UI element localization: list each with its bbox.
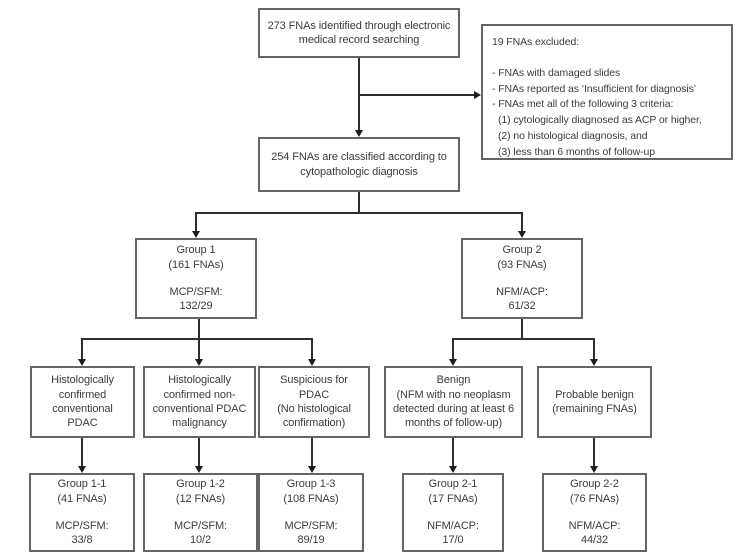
connector-drop-group-1 [195,212,197,232]
arrowhead-down-icon [307,466,316,473]
arrowhead-down-icon [77,466,86,473]
group-count: (108 FNAs) [283,492,339,505]
excluded-item: (2) no histological diagnosis, and [498,129,648,142]
box-group-2: Group 2 (93 FNAs) NFM/ACP: 61/32 [461,238,583,319]
group-measure: MCP/SFM: [174,520,227,532]
criteria-text: Probable benign [555,388,634,401]
box-identified: 273 FNAs identified through electronic m… [258,8,460,58]
excluded-item: (1) cytologically diagnosed as ACP or hi… [498,114,702,126]
group-name: Group 1-2 [176,478,225,491]
excluded-item: - FNAs reported as ‘Insufficient for dia… [492,82,697,95]
connector-drop-criteria-5 [593,338,595,360]
excluded-title: 19 FNAs excluded: [492,36,580,48]
group-name: Group 1-3 [286,478,336,491]
connector-criteria1-to-group11 [81,438,83,466]
group-ratio: 33/8 [71,534,93,547]
excluded-item: - FNAs with damaged slides [492,66,621,79]
group-name: Group 1 [176,244,216,257]
group-ratio: 10/2 [189,534,211,547]
box-criteria-probable-benign: Probable benign (remaining FNAs) [537,366,652,438]
box-criteria-suspicious-pdac: Suspicious for PDAC (No histological con… [258,366,370,438]
group-measure: NFM/ACP: [496,286,548,298]
criteria-subtext: (NFM with no neoplasm detected during at… [393,388,514,430]
box-classified: 254 FNAs are classified according to cyt… [258,137,460,192]
box-criteria-conventional-pdac: Histologically confirmed conventional PD… [30,366,135,438]
group-ratio: 17/0 [442,534,464,547]
box-group-1-2: Group 1-2 (12 FNAs) MCP/SFM: 10/2 [143,473,258,552]
group-name: Group 2 [502,244,542,257]
arrowhead-down-icon [589,466,598,473]
group-measure: NFM/ACP: [427,520,479,532]
group-measure: MCP/SFM: [55,520,109,532]
group-name: Group 1-1 [57,478,107,491]
criteria-text: Histologically confirmed non-conventiona… [152,374,247,430]
box-criteria-nonconventional-pdac: Histologically confirmed non-conventiona… [143,366,256,438]
classified-text: 254 FNAs are classified according to cyt… [271,151,447,178]
group-ratio: 61/32 [508,300,536,313]
box-excluded: 19 FNAs excluded: - FNAs with damaged sl… [481,24,733,160]
group-ratio: 89/19 [297,534,325,547]
arrowhead-down-icon [77,359,86,366]
connector-group-2-stem [521,319,523,339]
box-group-1: Group 1 (161 FNAs) MCP/SFM: 132/29 [135,238,257,319]
identified-text: 273 FNAs identified through electronic m… [267,19,451,46]
group-ratio: 44/32 [580,534,609,547]
criteria-subtext: (No histological confirmation) [277,403,351,430]
arrowhead-down-icon [517,231,526,238]
box-group-1-3: Group 1-3 (108 FNAs) MCP/SFM: 89/19 [258,473,364,552]
group-count: (17 FNAs) [428,492,478,505]
arrowhead-right-icon [474,90,481,99]
group-measure: MCP/SFM: [169,286,223,298]
connector-group-1-stem [198,319,200,339]
criteria-subtext: (remaining FNAs) [552,403,637,415]
arrowhead-down-icon [307,359,316,366]
connector-classified-stem [358,192,360,213]
connector-criteria2-to-group12 [198,438,200,466]
box-group-2-1: Group 2-1 (17 FNAs) NFM/ACP: 17/0 [402,473,504,552]
criteria-text: Suspicious for PDAC [280,374,348,401]
group-name: Group 2-1 [428,478,478,491]
connector-drop-group-2 [521,212,523,232]
arrowhead-down-icon [194,359,203,366]
box-criteria-benign: Benign (NFM with no neoplasm detected du… [384,366,523,438]
connector-criteria3-to-group13 [311,438,313,466]
group-name: Group 2-2 [570,478,619,491]
box-group-1-1: Group 1-1 (41 FNAs) MCP/SFM: 33/8 [29,473,135,552]
connector-to-excluded [359,94,475,96]
group-count: (12 FNAs) [175,492,226,505]
arrowhead-down-icon [354,130,363,137]
box-group-2-2: Group 2-2 (76 FNAs) NFM/ACP: 44/32 [542,473,647,552]
connector-split-group-2 [453,338,594,340]
excluded-item: - FNAs met all of the following 3 criter… [492,98,674,111]
arrowhead-down-icon [448,466,457,473]
connector-split-group-1 [82,338,312,340]
group-count: (76 FNAs) [569,492,620,505]
criteria-text: Benign [436,374,471,387]
group-measure: MCP/SFM: [284,520,338,532]
connector-drop-criteria-1 [81,338,83,360]
arrowhead-down-icon [191,231,200,238]
connector-drop-criteria-2 [198,338,200,360]
connector-criteria5-to-group22 [593,438,595,466]
connector-drop-criteria-3 [311,338,313,360]
criteria-text: Histologically confirmed conventional PD… [51,374,114,430]
group-count: (41 FNAs) [57,492,107,505]
connector-identified-to-classified [358,58,360,131]
connector-drop-criteria-4 [452,338,454,360]
connector-split-groups [196,212,522,214]
group-ratio: 132/29 [179,300,213,313]
arrowhead-down-icon [589,359,598,366]
group-count: (93 FNAs) [497,258,547,271]
group-measure: NFM/ACP: [568,520,621,532]
group-count: (161 FNAs) [168,258,224,271]
connector-criteria4-to-group21 [452,438,454,466]
arrowhead-down-icon [194,466,203,473]
excluded-item: (3) less than 6 months of follow-up [498,145,655,158]
arrowhead-down-icon [448,359,457,366]
